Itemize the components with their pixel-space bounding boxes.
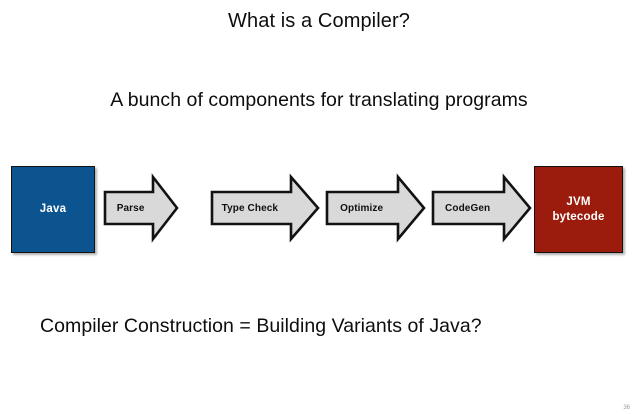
pipeline-source-box-java: Java <box>11 166 95 253</box>
pipeline-target-label-line1: JVM <box>566 195 591 208</box>
pipeline-arrow-type-check: Type Check <box>210 173 320 243</box>
pipeline-arrow-parse: Parse <box>103 173 179 243</box>
pipeline-arrow-optimize: Optimize <box>325 173 426 243</box>
pipeline-target-label-line2: bytecode <box>552 210 605 223</box>
compiler-pipeline-diagram: Java Parse Type Check Optimize CodeGen J… <box>0 163 638 258</box>
slide-footer-line: Compiler Construction = Building Variant… <box>40 315 482 337</box>
pipeline-source-label: Java <box>39 203 67 215</box>
pipeline-target-label: JVM bytecode <box>552 195 604 225</box>
page-title: What is a Compiler? <box>228 10 410 32</box>
pipeline-arrow-codegen: CodeGen <box>431 173 532 243</box>
pipeline-target-box-jvm-bytecode: JVM bytecode <box>534 166 623 253</box>
slide-subtitle: A bunch of components for translating pr… <box>110 89 528 111</box>
page-number: 36 <box>623 405 630 411</box>
